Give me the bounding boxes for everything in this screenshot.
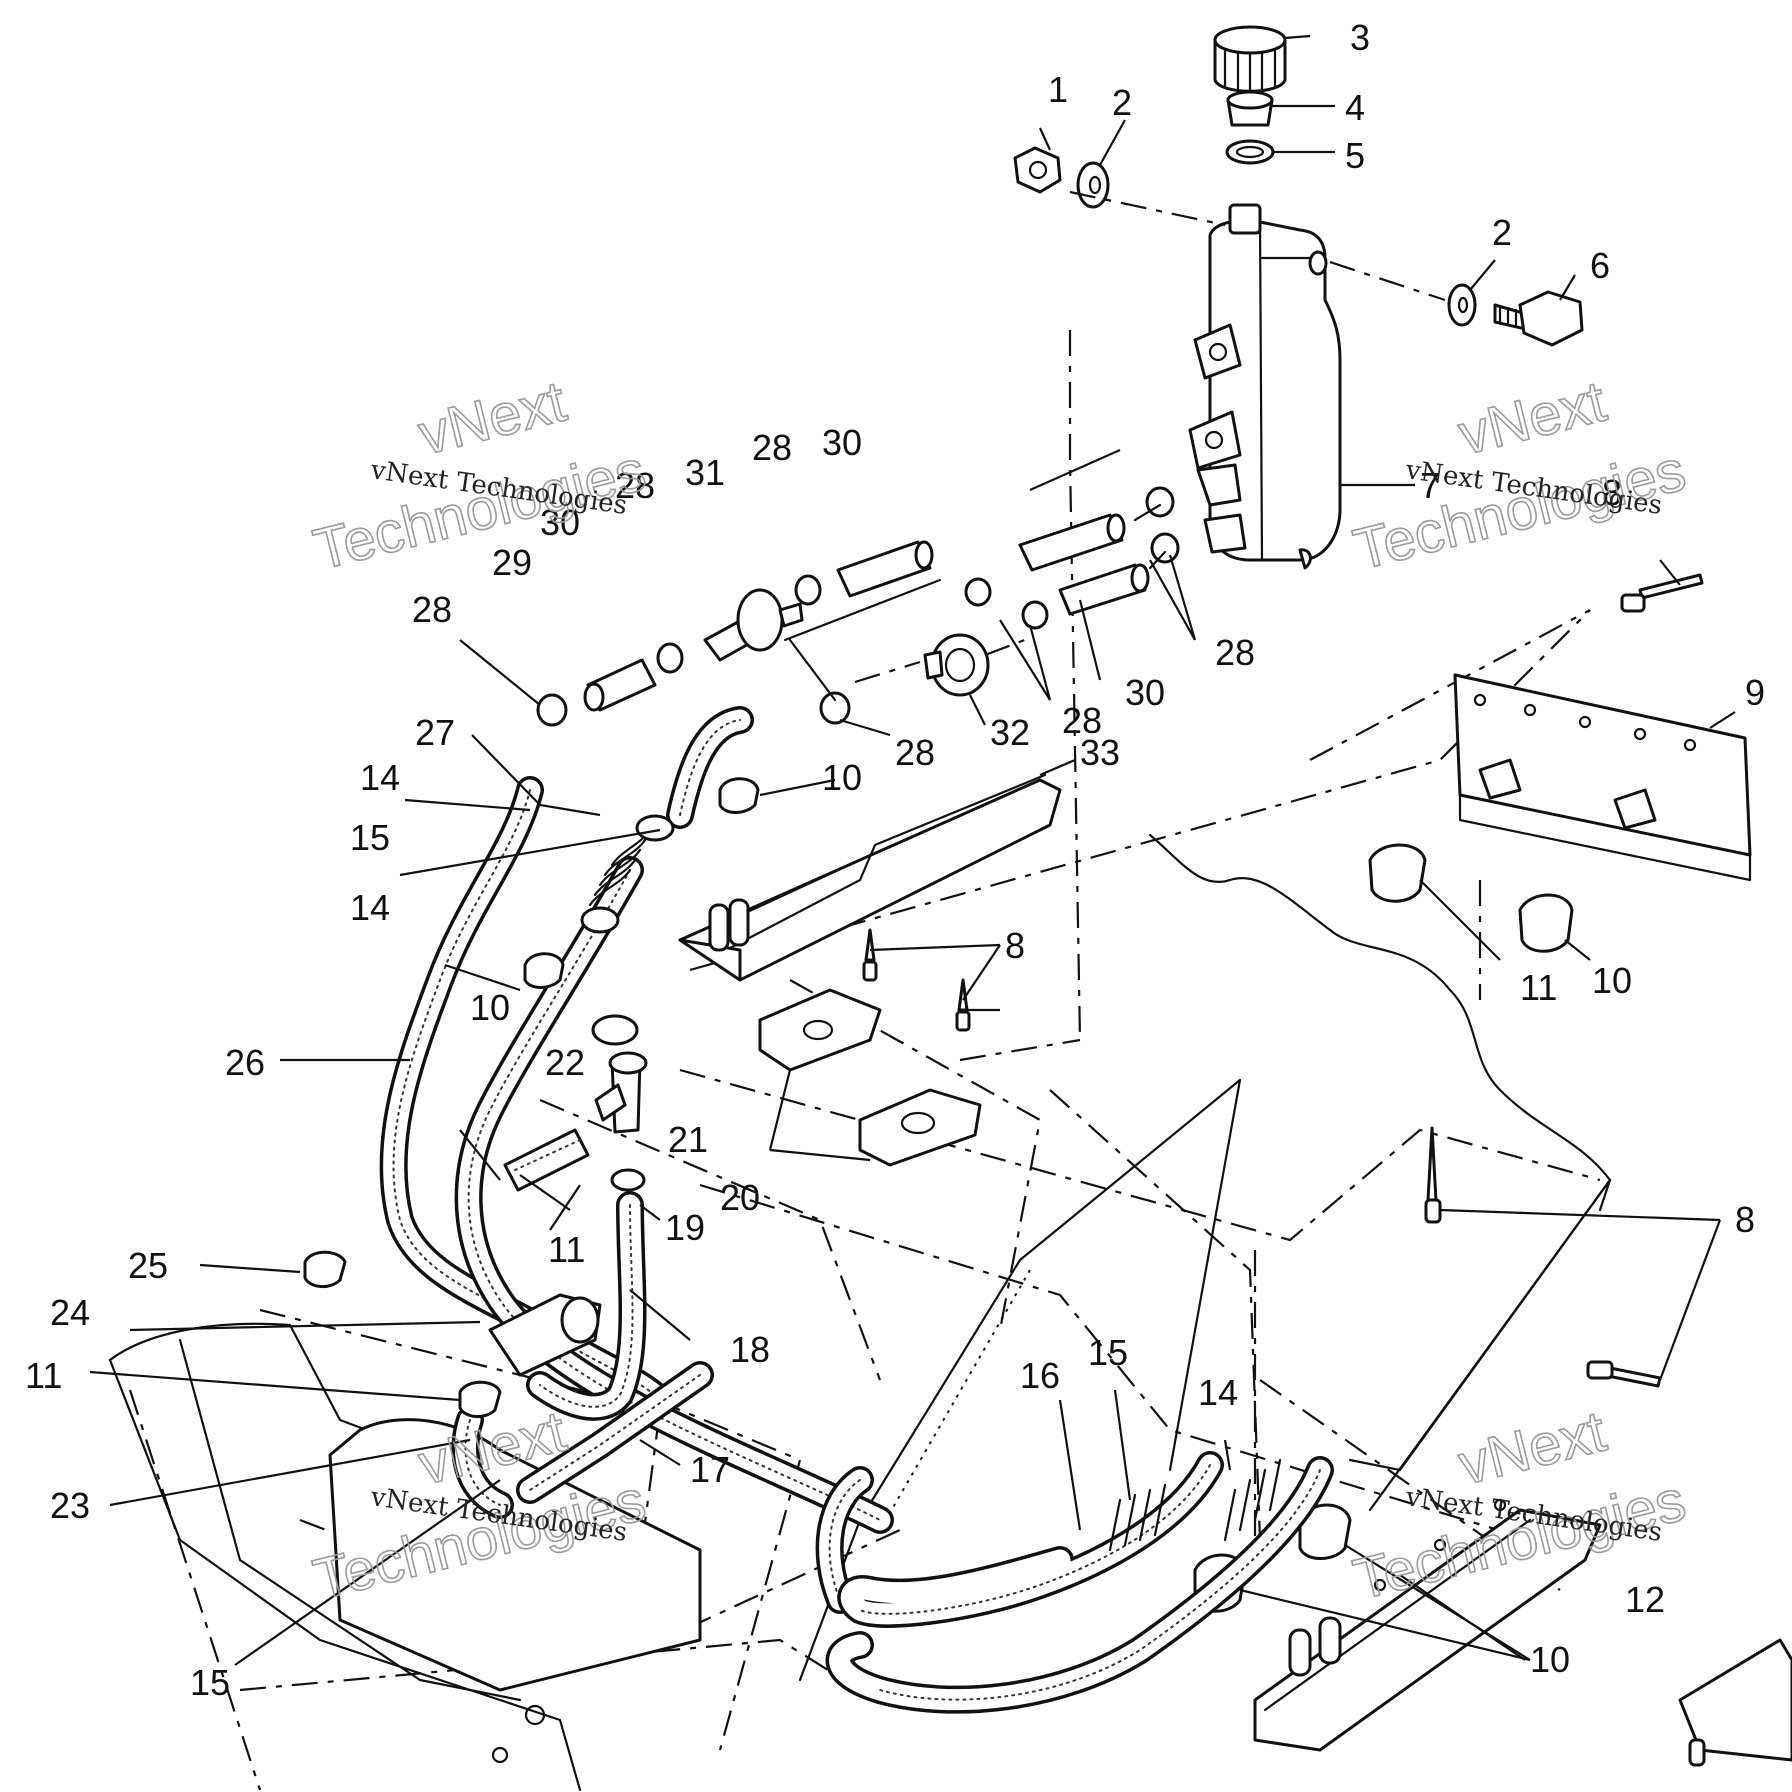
washer-left bbox=[1076, 161, 1110, 209]
bleed-valve bbox=[923, 633, 990, 697]
callout-15: 15 bbox=[1088, 1332, 1128, 1373]
callout-3: 3 bbox=[1350, 17, 1370, 58]
watermark-top-left: vNext Technologies vNext Technologies bbox=[307, 368, 653, 584]
heat-exchanger bbox=[678, 773, 1062, 982]
mount-bracket-upper bbox=[758, 988, 882, 1072]
clamps-28-right bbox=[964, 486, 1180, 630]
bracket-24 bbox=[488, 1293, 602, 1377]
small-clamps bbox=[303, 777, 760, 1418]
callout-6: 6 bbox=[1590, 245, 1610, 286]
reservoir-hose-upper bbox=[1018, 513, 1126, 572]
cap-gasket bbox=[1226, 90, 1274, 127]
nut bbox=[1013, 146, 1062, 194]
leader-lines bbox=[89, 34, 1736, 1666]
hose-29 bbox=[583, 658, 657, 712]
clips-10-11-right bbox=[1368, 843, 1574, 953]
callout-11: 11 bbox=[548, 1229, 585, 1270]
hose-spring-lower bbox=[1108, 1458, 1282, 1552]
callout-26: 26 bbox=[225, 1042, 265, 1083]
callout-15: 15 bbox=[350, 817, 390, 858]
fill-hose-22 bbox=[503, 1128, 590, 1192]
callout-9: 9 bbox=[1745, 672, 1765, 713]
callout-2: 2 bbox=[1112, 82, 1132, 123]
mount-bracket-12 bbox=[1253, 1498, 1602, 1752]
check-valve bbox=[703, 588, 804, 662]
callout-28: 28 bbox=[752, 427, 792, 468]
callout-11: 11 bbox=[1520, 967, 1557, 1008]
mount-bracket-lower bbox=[858, 1088, 982, 1167]
callout-numbers: 1 2 3 4 5 2 6 7 8 9 11 10 8 8 20 21 19 1… bbox=[25, 17, 1765, 1703]
o-ring bbox=[1225, 139, 1275, 165]
running-board bbox=[108, 1322, 702, 1792]
callout-33: 33 bbox=[1080, 732, 1120, 773]
callout-31: 31 bbox=[685, 452, 725, 493]
callout-28: 28 bbox=[412, 589, 452, 630]
callout-29: 29 bbox=[492, 542, 532, 583]
callout-14: 14 bbox=[360, 757, 400, 798]
callout-28: 28 bbox=[1215, 632, 1255, 673]
watermark-big-1: vNext bbox=[412, 369, 572, 468]
watermark-big-1: vNext bbox=[1452, 369, 1612, 468]
clamps-28-left bbox=[536, 574, 851, 727]
callout-17: 17 bbox=[690, 1449, 730, 1490]
callout-2: 2 bbox=[1492, 212, 1512, 253]
hose-23 bbox=[451, 1406, 514, 1519]
callout-23: 23 bbox=[50, 1485, 90, 1526]
callout-12: 12 bbox=[1625, 1579, 1665, 1620]
callout-22: 22 bbox=[545, 1042, 585, 1083]
callout-21: 21 bbox=[668, 1119, 708, 1160]
bolt bbox=[1493, 290, 1584, 347]
reservoir-hose-lower bbox=[1058, 563, 1150, 616]
callout-28: 28 bbox=[895, 732, 935, 773]
corner-bracket bbox=[1678, 1638, 1792, 1767]
callout-8: 8 bbox=[1005, 925, 1025, 966]
hose-spring-upper bbox=[580, 814, 675, 934]
watermark-big-1: vNext bbox=[1452, 1399, 1612, 1498]
callout-7: 7 bbox=[1420, 465, 1440, 506]
callout-20: 20 bbox=[720, 1177, 760, 1218]
callout-19: 19 bbox=[665, 1207, 705, 1248]
callout-10: 10 bbox=[822, 757, 862, 798]
callout-25: 25 bbox=[128, 1245, 168, 1286]
callout-15: 15 bbox=[190, 1662, 230, 1703]
reservoir-cap bbox=[1213, 25, 1287, 93]
callout-14: 14 bbox=[350, 887, 390, 928]
callout-32: 32 bbox=[990, 712, 1030, 753]
callout-18: 18 bbox=[730, 1329, 770, 1370]
callout-28: 28 bbox=[615, 465, 655, 506]
watermark-top-right: vNext Technologies vNext Technologies bbox=[1347, 368, 1693, 584]
callout-24: 24 bbox=[50, 1292, 90, 1333]
callout-10: 10 bbox=[470, 987, 510, 1028]
callout-5: 5 bbox=[1345, 135, 1365, 176]
callout-28: 28 bbox=[1062, 700, 1102, 741]
callout-30: 30 bbox=[1125, 672, 1165, 713]
callout-8: 8 bbox=[1602, 472, 1622, 513]
callout-10: 10 bbox=[1592, 960, 1632, 1001]
callout-4: 4 bbox=[1345, 87, 1365, 128]
hose-16-lower-run bbox=[837, 1451, 1224, 1628]
mount-bracket-9 bbox=[1453, 673, 1752, 882]
callout-30: 30 bbox=[822, 422, 862, 463]
rivets bbox=[862, 573, 1704, 1388]
coolant-reservoir bbox=[1188, 203, 1342, 570]
hose-27-elbow bbox=[666, 706, 754, 829]
callout-16: 16 bbox=[1020, 1355, 1060, 1396]
callout-11: 11 bbox=[25, 1355, 62, 1396]
fill-neck bbox=[591, 1014, 648, 1192]
hose-15-left bbox=[454, 856, 894, 1534]
callout-27: 27 bbox=[415, 712, 455, 753]
callout-30: 30 bbox=[540, 502, 580, 543]
callout-1: 1 bbox=[1048, 69, 1068, 110]
callout-14: 14 bbox=[1198, 1372, 1238, 1413]
hose-14-lower-run bbox=[825, 1456, 1334, 1714]
callout-8: 8 bbox=[1735, 1199, 1755, 1240]
callout-10: 10 bbox=[1530, 1639, 1570, 1680]
hose-18-drain bbox=[526, 1191, 647, 1421]
washer-right bbox=[1447, 283, 1477, 327]
hose-30-upper bbox=[836, 540, 934, 598]
hose-17-cross bbox=[516, 1361, 714, 1504]
hose-17-elbow bbox=[815, 1466, 874, 1614]
